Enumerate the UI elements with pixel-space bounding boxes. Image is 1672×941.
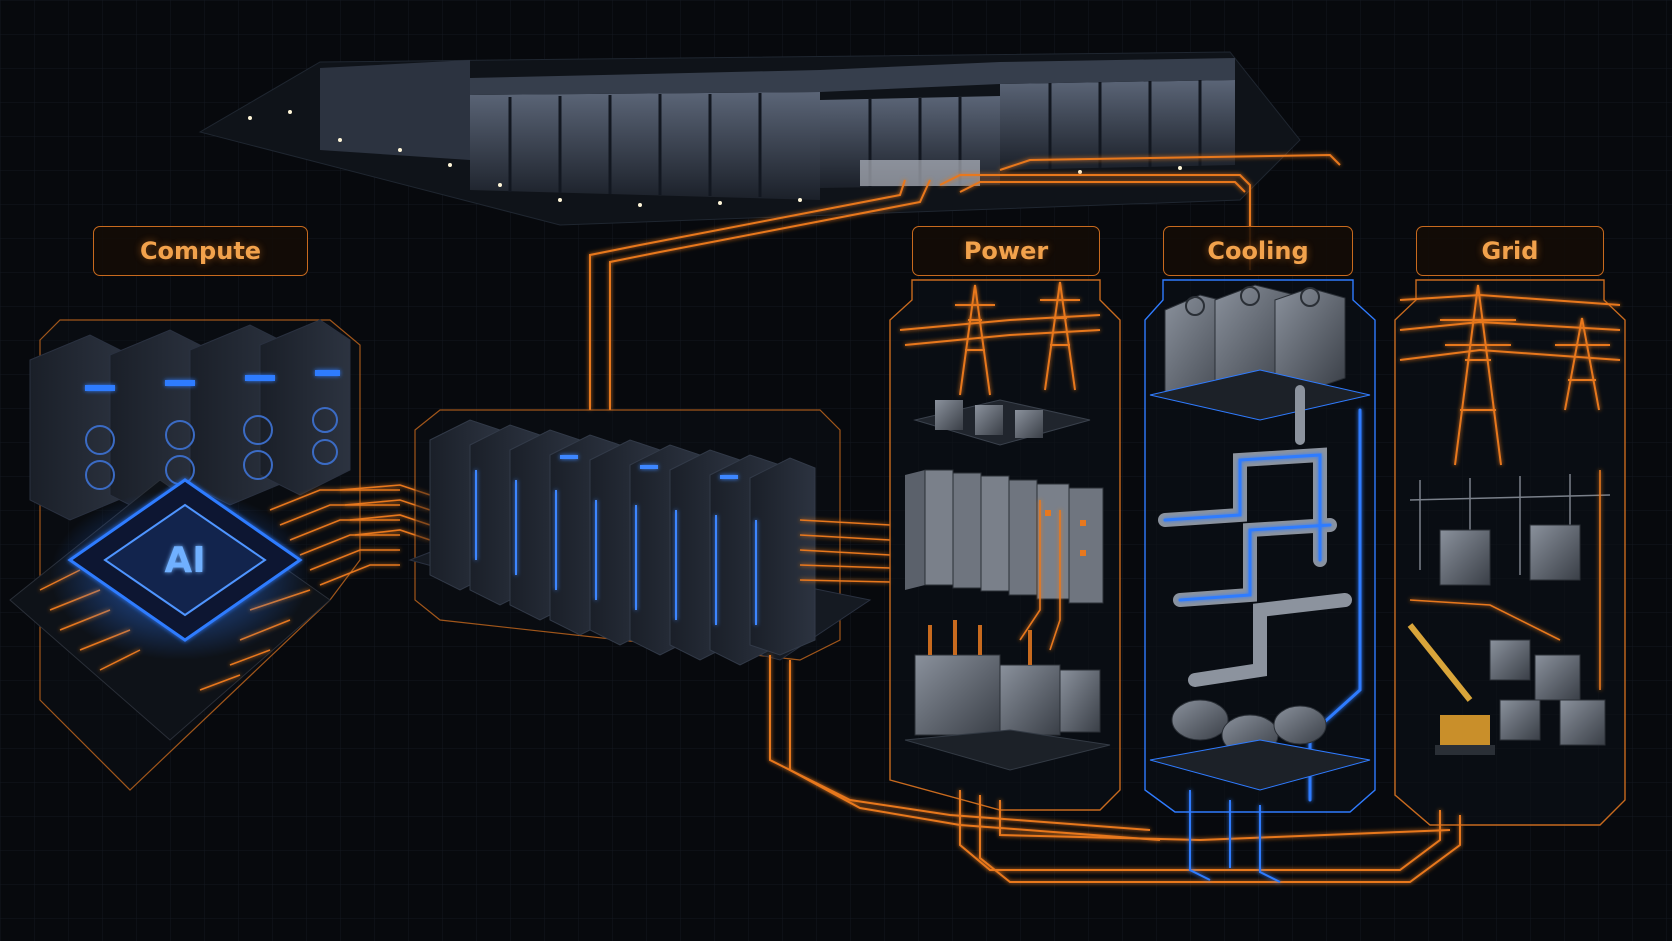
cooling-label: Cooling	[1163, 226, 1353, 276]
coolant-return-lines	[1189, 790, 1281, 883]
compute-to-racks-lines	[339, 484, 431, 541]
switchgear-cabinets	[905, 469, 1104, 604]
cooling-chillers	[1149, 284, 1371, 421]
bottom-interconnect-lines	[769, 655, 1461, 883]
ai-chip-label: AI	[164, 540, 205, 581]
grid-label: Grid	[1416, 226, 1604, 276]
cooling-panel	[1144, 279, 1376, 813]
compute-label: Compute	[93, 226, 308, 276]
transformers	[904, 620, 1111, 771]
cooling-pipes	[1158, 385, 1362, 802]
campus-power-lines	[589, 153, 1341, 410]
compute-panel: AI	[9, 319, 400, 791]
racks-to-power-lines	[799, 519, 891, 583]
circuit-traces	[39, 489, 400, 691]
grid-panel	[1394, 279, 1626, 826]
power-panel	[889, 279, 1121, 811]
cooling-pumps	[1171, 699, 1327, 756]
server-rack-row	[408, 409, 872, 666]
power-label: Power	[912, 226, 1100, 276]
grid-transformers	[1439, 524, 1581, 586]
data-center-campus	[198, 51, 1301, 226]
gpu-servers	[29, 319, 351, 521]
construction-crane	[1407, 623, 1495, 755]
substation-equipment	[935, 400, 1043, 438]
grid-transmission-towers	[1399, 284, 1621, 466]
grid-equipment	[1489, 639, 1606, 746]
power-pylons	[899, 281, 1101, 396]
